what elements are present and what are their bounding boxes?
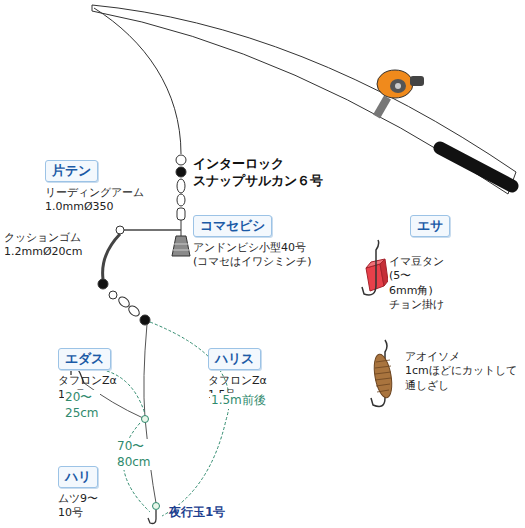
note-label: アオイソメ 1cmほどにカットして 通しざし — [404, 350, 518, 393]
part-heading: 片テン — [45, 160, 98, 182]
note-label: 1.5m前後 — [210, 393, 267, 409]
rod — [92, 5, 516, 194]
part-heading: ハリ — [58, 466, 98, 488]
label-box: エサ — [410, 215, 450, 237]
harisu-line — [144, 324, 156, 503]
part-heading: エダス — [58, 348, 111, 370]
arm-ring — [116, 226, 124, 234]
part-spec: アンドンビシ小型40号 (コマセはイワシミンチ) — [193, 241, 312, 270]
part-spec: ムツ9〜10号 — [58, 492, 98, 521]
reel — [373, 70, 424, 119]
glow-bead — [153, 503, 160, 510]
label-box: コマセビシアンドンビシ小型40号 (コマセはイワシミンチ) — [193, 215, 312, 270]
note-label: イマ豆タン (5〜6mm角) チョン掛け — [388, 255, 445, 312]
label-box: 片テンリーディングアーム 1.0mmØ350 — [45, 160, 144, 215]
cushion-rubber — [103, 234, 120, 279]
note-label: 70〜80cm — [116, 439, 152, 470]
note-label: 20〜25cm — [64, 390, 100, 421]
part-heading: コマセビシ — [193, 215, 272, 237]
rod-grip — [440, 148, 512, 186]
worm-bait — [371, 340, 395, 406]
snap-swivel — [176, 155, 186, 236]
komase-bishi — [172, 236, 190, 256]
part-heading: エサ — [410, 215, 450, 237]
main-line — [94, 8, 181, 154]
beads — [98, 279, 150, 325]
note-label: クッションゴム 1.2mmØ20cm — [3, 231, 83, 260]
hook — [148, 510, 156, 524]
label-box: ハリムツ9〜10号 — [58, 466, 98, 521]
leading-arm — [120, 229, 181, 231]
part-spec: リーディングアーム 1.0mmØ350 — [45, 186, 144, 215]
branch-knot — [142, 416, 149, 423]
part-heading: ハリス — [208, 348, 261, 370]
note-label: 夜行玉1号 — [168, 505, 226, 521]
note-label: インターロック スナップサルカン６号 — [192, 156, 324, 190]
squid-bait — [362, 240, 388, 295]
